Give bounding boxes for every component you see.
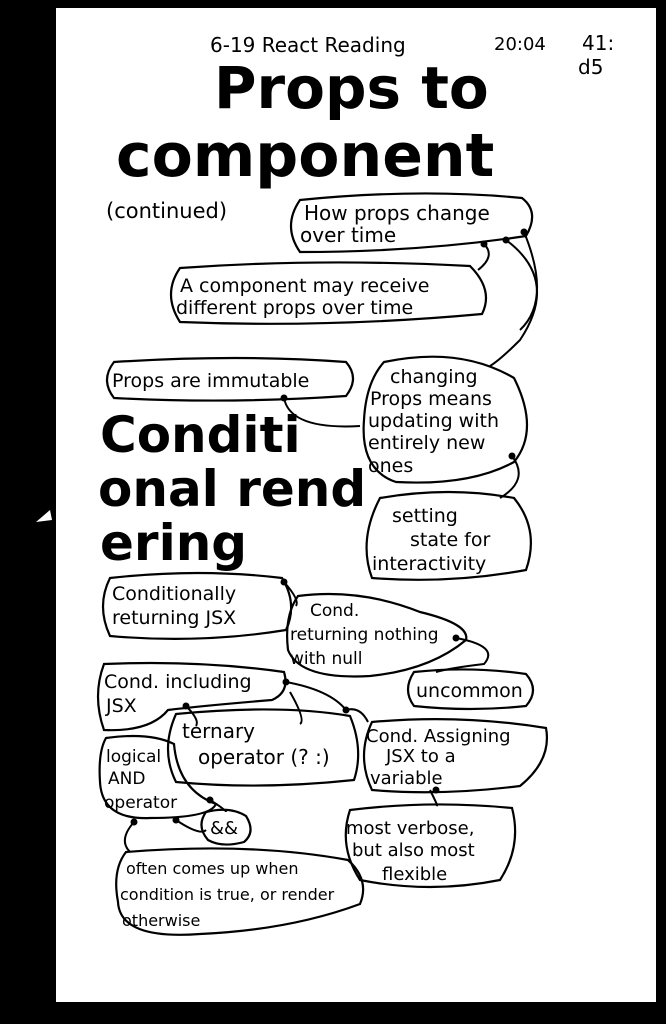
bubble-often-line1: often comes up when <box>126 859 299 878</box>
bubble-outline <box>362 717 548 794</box>
header-time: 20:04 <box>494 34 546 55</box>
bubble-changing-props-line4: entirely new <box>368 432 485 454</box>
bubble-cond-returning-jsx-line1: Conditionally <box>112 583 236 605</box>
bubble-changing-props-line5: ones <box>368 455 413 477</box>
bubble-changing-props-line3: updating with <box>368 410 499 432</box>
section-title-rendering-1: onal rend <box>98 460 366 518</box>
bubble-ternary-line1: ternary <box>182 719 255 743</box>
bubble-outline <box>365 490 532 581</box>
bubble-cond-assigning-line2: JSX to a <box>385 746 456 767</box>
bubble-outline <box>105 356 355 402</box>
page-edge-mark <box>36 510 52 522</box>
bubble-outline <box>406 668 535 711</box>
bubble-cond-assigning-line3: variable <box>370 768 443 789</box>
header-mark-2: d5 <box>578 55 603 79</box>
bubble-cond-returning-jsx-line2: returning JSX <box>112 607 236 629</box>
bubble-setting-state-line1: setting <box>392 505 458 527</box>
bubble-setting-state-line2: state for <box>410 529 490 551</box>
bubble-cond-including-line2: JSX <box>105 695 137 717</box>
notebook-page <box>56 8 656 1002</box>
bubble-most-verbose-line1: most verbose, <box>346 818 474 839</box>
section-title-component: component <box>116 121 494 191</box>
bubble-outline <box>98 734 218 820</box>
connector-dots <box>130 228 528 826</box>
bubble-receive-props-line1: A component may receive <box>180 275 429 297</box>
bubble-outline <box>115 847 365 936</box>
header-title: 6-19 React Reading <box>210 33 406 57</box>
bubble-changing-props-line2: Props means <box>370 388 492 410</box>
bubble-outline <box>169 261 488 325</box>
bubble-outline <box>166 708 360 787</box>
bubble-how-props-change-line2: over time <box>300 223 396 247</box>
bubble-cond-returning-null-line3: with null <box>290 649 362 669</box>
bubble-uncommon: uncommon <box>416 680 523 702</box>
bubble-changing-props-line1: changing <box>390 366 478 388</box>
bubble-and-symbol: && <box>210 818 238 839</box>
bubble-outline <box>344 803 517 889</box>
bubble-logical-and-line2: AND <box>108 769 145 789</box>
bubble-outline <box>96 661 287 732</box>
bubble-receive-props-line2: different props over time <box>176 297 413 319</box>
bubble-most-verbose-line2: but also most <box>352 840 475 861</box>
bubble-often-line3: otherwise <box>122 911 200 930</box>
bubble-most-verbose-line3: flexible <box>382 864 447 885</box>
bubble-setting-state-line3: interactivity <box>372 553 486 575</box>
bubble-cond-returning-null-line2: returning nothing <box>290 625 439 645</box>
section-title-rendering-2: ering <box>100 514 247 572</box>
section-title-conditional: Conditi <box>100 406 301 464</box>
bubble-often-line2: condition is true, or render <box>120 885 335 904</box>
bubble-cond-returning-null-line1: Cond. <box>310 601 359 621</box>
bubble-logical-and-line3: operator <box>104 793 177 813</box>
bubble-outline <box>286 592 468 678</box>
continued-label: (continued) <box>106 199 227 223</box>
bubble-ternary-line2: operator (? :) <box>198 745 330 769</box>
header-mark: 41: <box>582 31 614 55</box>
bubble-immutable: Props are immutable <box>112 370 309 392</box>
bubble-outline <box>101 571 293 641</box>
bubble-cond-assigning-line1: Cond. Assigning <box>366 726 511 747</box>
bubble-logical-and-line1: logical <box>106 747 161 767</box>
bubble-how-props-change-line1: How props change <box>304 201 490 225</box>
bubble-cond-including-line1: Cond. including <box>104 671 252 693</box>
section-title-props: Props to <box>214 54 489 122</box>
bubble-outline <box>362 355 529 484</box>
